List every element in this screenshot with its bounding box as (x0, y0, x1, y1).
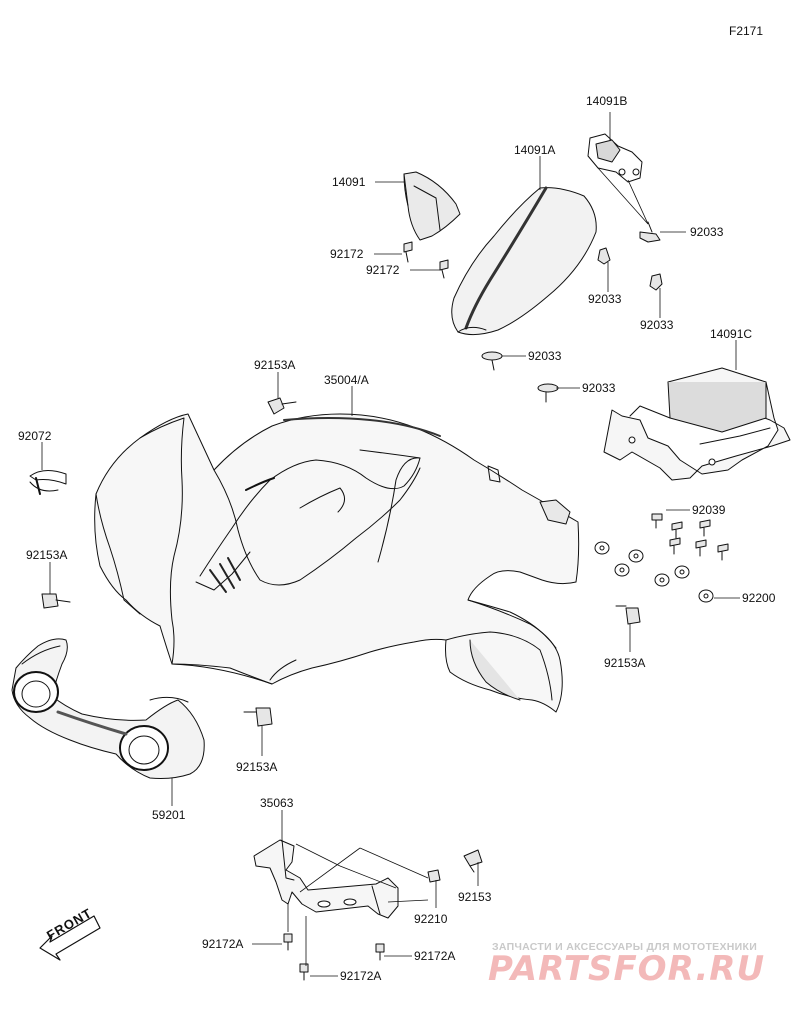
label-92172A-a: 92172A (202, 937, 244, 951)
part-92072-band (29, 470, 67, 495)
part-92153-bolt (463, 849, 483, 873)
label-92172-b: 92172 (366, 263, 400, 277)
label-92172-a: 92172 (330, 247, 364, 261)
label-92153A-d: 92153A (236, 760, 278, 774)
watermark-subtitle: ЗАПЧАСТИ И АКСЕССУАРЫ ДЛЯ МОТОТЕХНИКИ (492, 941, 758, 953)
part-59201-headlight (11, 638, 205, 779)
label-92153A-a: 92153A (254, 358, 296, 372)
part-92033-clip-c (649, 273, 663, 291)
label-14091: 14091 (332, 175, 366, 189)
label-92172A-c: 92172A (340, 969, 382, 983)
label-35063: 35063 (260, 796, 294, 810)
label-92033-b: 92033 (588, 292, 622, 306)
part-92153A-bolt-d (243, 707, 273, 727)
label-59201: 59201 (152, 808, 186, 822)
label-92072: 92072 (18, 429, 52, 443)
part-92033-clip-d (481, 351, 503, 371)
part-92153A-bolt-a (267, 397, 297, 415)
part-92033-clip-e (537, 383, 559, 403)
part-92153A-bolt-c (615, 605, 641, 625)
figure-code: F2171 (729, 24, 764, 38)
label-92033-c: 92033 (640, 318, 674, 332)
part-92210-nut (427, 869, 441, 883)
label-92153: 92153 (458, 890, 492, 904)
part-35004A-fender (94, 413, 580, 713)
part-92033-clip-b (597, 247, 611, 265)
part-14091C-bracket (603, 367, 791, 481)
label-92172A-b: 92172A (414, 949, 456, 963)
part-14091A-cover (451, 186, 597, 336)
label-35004A: 35004/A (324, 373, 369, 387)
part-92039-screws (651, 513, 729, 561)
leader-lines (41, 112, 740, 977)
part-92172A-screws (283, 933, 385, 981)
part-14091-cover (403, 171, 461, 241)
watermark-brand: PARTSFOR.RU (488, 949, 766, 989)
label-14091C: 14091C (710, 327, 753, 341)
part-14091B-bracket (587, 133, 643, 183)
label-92153A-c: 92153A (604, 656, 646, 670)
part-92172-screw-b (439, 259, 449, 279)
front-arrow (39, 915, 101, 961)
label-92039: 92039 (692, 503, 726, 517)
label-92033-a: 92033 (690, 225, 724, 239)
part-92172-screw-a (403, 241, 413, 263)
label-92033-e: 92033 (582, 381, 616, 395)
part-92200-washers (594, 541, 714, 603)
label-14091A: 14091A (514, 143, 556, 157)
label-92153A-b: 92153A (26, 548, 68, 562)
label-92200: 92200 (742, 591, 776, 605)
label-92033-d: 92033 (528, 349, 562, 363)
label-92210: 92210 (414, 912, 448, 926)
part-92153A-bolt-b (41, 593, 71, 609)
part-35063-bracket (253, 839, 399, 919)
part-92033-clip-a (639, 221, 661, 243)
label-14091B: 14091B (586, 94, 628, 108)
